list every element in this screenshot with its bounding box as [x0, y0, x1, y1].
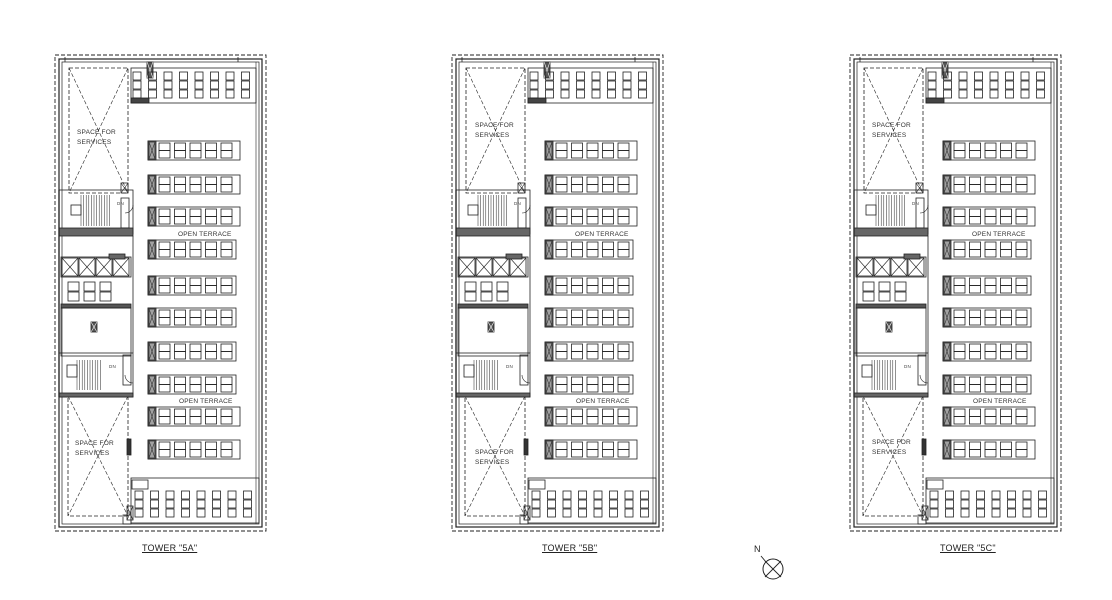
tower-caption: TOWER "5B"	[542, 543, 598, 553]
north-arrow: N	[754, 544, 788, 584]
open-terrace-label: OPEN TERRACE	[972, 231, 1026, 238]
north-arrow-icon	[760, 555, 784, 580]
stair-down-label: DN	[514, 201, 521, 206]
floor-plan-drawing	[849, 54, 1062, 532]
floor-plan-drawing	[54, 54, 267, 532]
open-terrace-label: OPEN TERRACE	[178, 231, 232, 238]
tower-caption: TOWER "5C"	[940, 543, 996, 553]
stair-down-label: DN	[117, 201, 124, 206]
stair-down-label: DN	[506, 364, 513, 369]
open-terrace-label: OPEN TERRACE	[576, 398, 630, 405]
stair-down-label: DN	[904, 364, 911, 369]
tower-caption: TOWER "5A"	[142, 543, 198, 553]
open-terrace-label: OPEN TERRACE	[179, 398, 233, 405]
floor-plan-drawing	[451, 54, 664, 532]
open-terrace-label: OPEN TERRACE	[973, 398, 1027, 405]
stair-down-label: DN	[109, 364, 116, 369]
north-label: N	[754, 544, 761, 554]
stair-down-label: DN	[912, 201, 919, 206]
open-terrace-label: OPEN TERRACE	[575, 231, 629, 238]
